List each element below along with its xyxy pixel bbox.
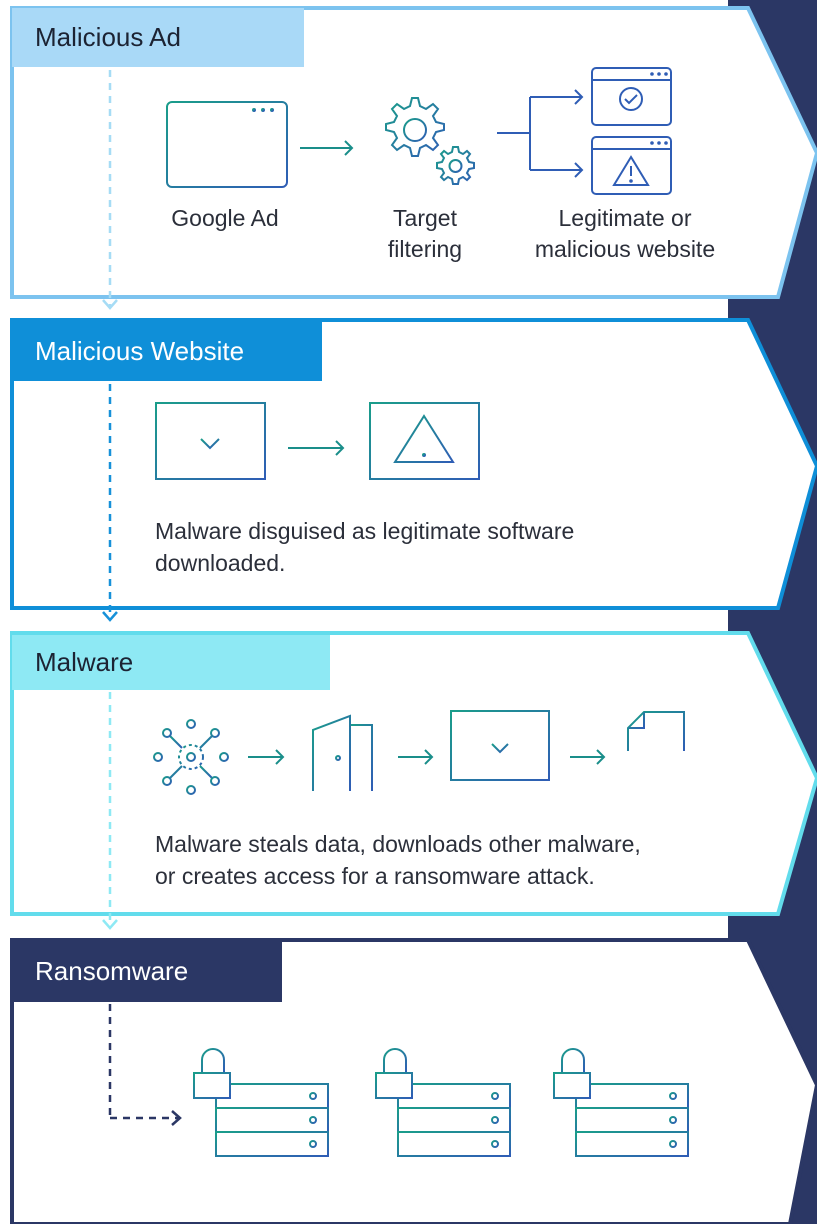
flow-connector-3 bbox=[102, 692, 118, 930]
caption-google-ad: Google Ad bbox=[171, 205, 279, 231]
stage-title-malware: Malware bbox=[35, 647, 134, 677]
document-shredder-icon bbox=[620, 711, 692, 792]
arrow-2 bbox=[288, 440, 345, 456]
stage2-title-bg bbox=[12, 322, 322, 381]
virus-network-icon bbox=[153, 719, 229, 795]
locked-server-icon bbox=[553, 1048, 689, 1157]
locked-server-icon bbox=[375, 1048, 511, 1157]
flow-connector-1 bbox=[102, 70, 118, 310]
stage-title-ransomware: Ransomware bbox=[35, 956, 189, 986]
stage3-title-bg bbox=[12, 635, 330, 690]
arrow-1 bbox=[300, 140, 354, 156]
monitor-warning-icon bbox=[369, 402, 480, 491]
stage-title-malicious-ad: Malicious Ad bbox=[35, 22, 181, 52]
malicious-website-description: Malware disguised as legitimate software… bbox=[155, 518, 575, 576]
monitor-download-icon-2 bbox=[450, 710, 550, 792]
locked-server-icon bbox=[193, 1048, 329, 1157]
malware-description: Malware steals data, downloads other mal… bbox=[155, 831, 641, 889]
stage4-panel bbox=[10, 938, 817, 1224]
monitor-download-icon bbox=[155, 402, 266, 491]
flow-connector-2 bbox=[102, 384, 118, 622]
arrow-3 bbox=[248, 749, 285, 765]
open-door-icon bbox=[298, 714, 386, 792]
stage1-title-bg bbox=[12, 8, 304, 67]
arrow-5 bbox=[570, 749, 606, 765]
malicious-window-icon bbox=[591, 136, 672, 195]
branch-arrows bbox=[497, 89, 584, 178]
stage3-panel bbox=[10, 631, 817, 916]
caption-target-filtering: Target filtering bbox=[387, 205, 463, 262]
stage-title-malicious-website: Malicious Website bbox=[35, 336, 245, 366]
browser-window-icon bbox=[166, 101, 288, 188]
flow-connector-4 bbox=[108, 1004, 182, 1126]
legit-window-icon bbox=[591, 67, 672, 126]
caption-legit-or-malicious: Legitimate or malicious website bbox=[534, 205, 716, 262]
stage4-title-bg bbox=[12, 940, 282, 1002]
stage2-panel bbox=[10, 318, 817, 610]
gears-icon bbox=[385, 97, 475, 185]
arrow-4 bbox=[398, 749, 434, 765]
